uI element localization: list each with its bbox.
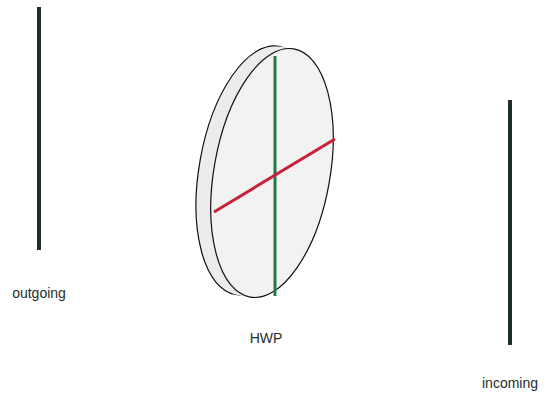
outgoing-polarization [37,7,41,250]
waveplate-disk [178,36,351,307]
hwp-label: HWP [250,330,283,347]
outgoing-label: outgoing [12,285,66,302]
incoming-polarization [508,100,512,345]
slow-axis [214,139,335,212]
incoming-label: incoming [482,375,538,392]
